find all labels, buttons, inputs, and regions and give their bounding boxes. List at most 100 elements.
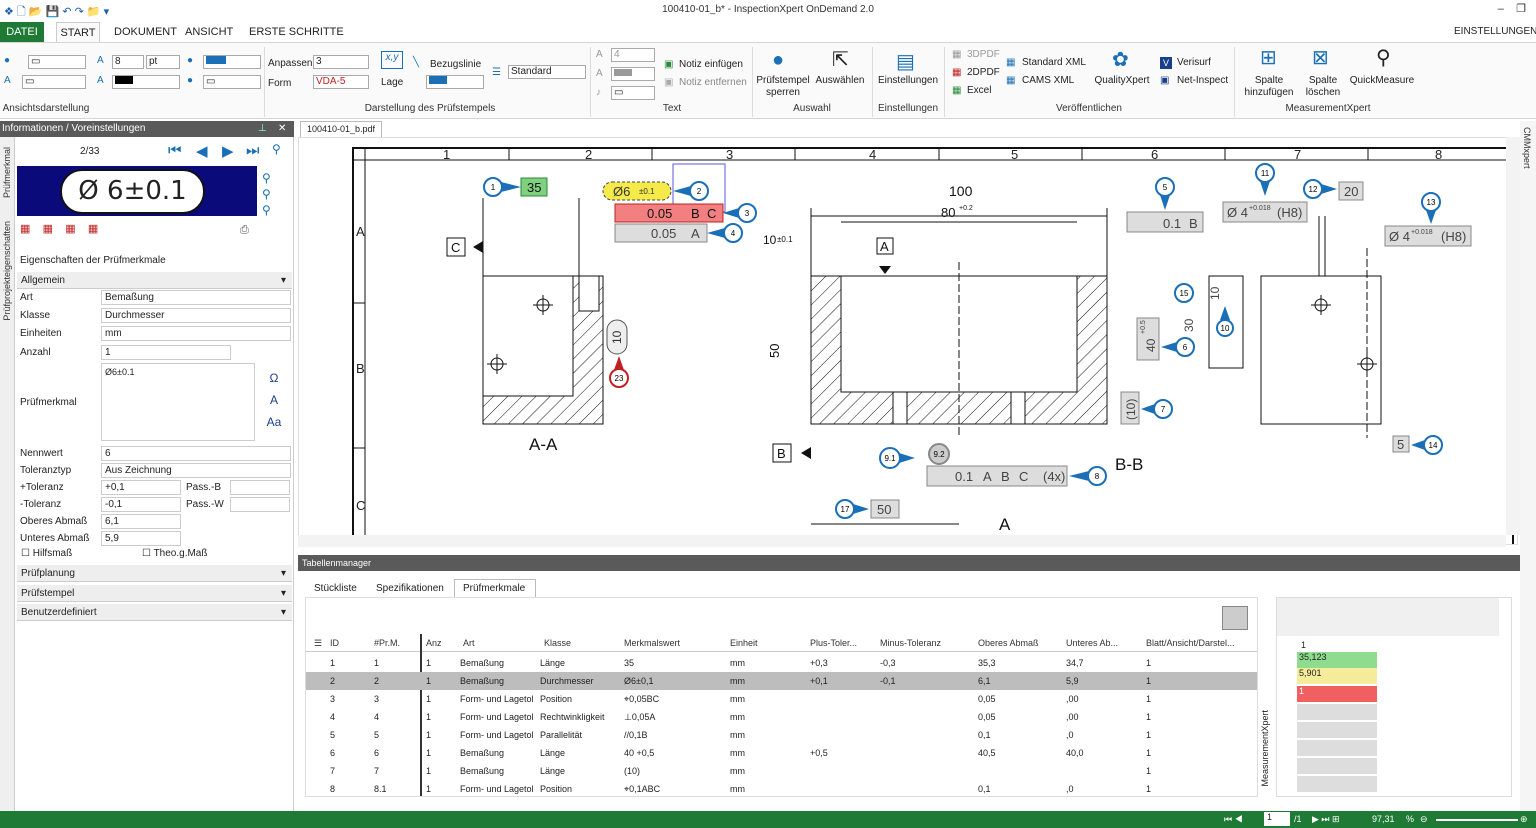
col-prm[interactable]: #Pr.M.	[374, 638, 400, 648]
notiz-entfernen-button[interactable]: Notiz entfernen	[679, 77, 747, 88]
menu-start[interactable]: START	[56, 22, 100, 44]
callout-14[interactable]: 14	[1411, 436, 1442, 454]
cams-xml-button[interactable]: CAMS XML	[1022, 75, 1074, 86]
pin-icon[interactable]: ⊥	[258, 121, 267, 137]
spalte-hinzufuegen-button[interactable]: Spalte hinzufügen	[1238, 75, 1300, 99]
mx-value-2[interactable]: 5,901	[1297, 668, 1377, 684]
callout-10[interactable]: 10	[1217, 306, 1233, 336]
ua-input[interactable]: 5,9	[101, 531, 181, 546]
menu-dokument[interactable]: DOKUMENT	[114, 26, 177, 38]
table-row[interactable]: 551Form- und LagetolParallelität//0,1Bmm…	[306, 726, 1257, 744]
fill-style-select[interactable]: ▭	[28, 55, 86, 69]
tab-pruefmerkmale[interactable]: Prüfmerkmale	[463, 583, 525, 594]
mtol-input[interactable]: -0,1	[101, 497, 181, 512]
document-tab[interactable]: 100410-01_b.pdf	[300, 121, 382, 137]
callout-6[interactable]: 6	[1161, 338, 1194, 356]
symbol-buttons[interactable]: ΩAAa	[262, 367, 286, 437]
zoom-in-icon[interactable]: ⊕	[1520, 814, 1528, 825]
sidetab-pruefmerkmal[interactable]: Prüfmerkmal	[2, 147, 12, 198]
nennwert-input[interactable]: 6	[101, 446, 291, 461]
ptol-input[interactable]: +0,1	[101, 480, 181, 495]
spalte-loeschen-button[interactable]: Spalte löschen	[1302, 75, 1344, 99]
first-icon[interactable]: ⏮	[168, 142, 182, 159]
mx-value-1[interactable]: 35,123	[1297, 652, 1377, 668]
quickmeasure-button[interactable]: QuickMeasure	[1348, 75, 1416, 86]
section-allgemein[interactable]: Allgemein▾	[17, 272, 292, 289]
text-size-input[interactable]: 4	[611, 48, 655, 62]
excel-button[interactable]: Excel	[967, 85, 991, 96]
next-page-icon[interactable]: ▶ ⏭ ⊞	[1312, 814, 1340, 825]
table-row[interactable]: 88.11Form- und LagetolPosition⌖0,1ABCmm0…	[306, 780, 1257, 798]
art-select[interactable]: Bemaßung	[101, 290, 291, 305]
tab-spezifikationen[interactable]: Spezifikationen	[376, 583, 444, 594]
callout-12[interactable]: 12	[1304, 180, 1337, 198]
einstellungen-button[interactable]: Einstellungen	[876, 75, 940, 86]
text-color-select[interactable]	[112, 75, 180, 89]
standard-select[interactable]: Standard	[508, 65, 586, 79]
pruefmerkmal-text[interactable]: Ø6±0.1	[101, 363, 255, 441]
callout-2[interactable]: 2	[673, 182, 708, 200]
col-art[interactable]: Art	[463, 638, 475, 648]
auswaehlen-button[interactable]: Auswählen	[814, 75, 866, 86]
font-size-input[interactable]: 8	[112, 55, 144, 69]
form-select[interactable]: VDA-5	[313, 75, 369, 89]
fill-color-icon[interactable]: ●	[4, 55, 10, 66]
first-page-icon[interactable]: ⏮ ◀	[1224, 814, 1243, 825]
menu-erste-schritte[interactable]: ERSTE SCHRITTE	[249, 26, 344, 38]
stamp-style-buttons[interactable]: ▦ ▦ ▦ ▦	[20, 222, 260, 244]
einheiten-select[interactable]: mm	[101, 326, 291, 341]
font-unit-select[interactable]: pt	[146, 55, 180, 69]
col-anz[interactable]: Anz	[426, 638, 442, 648]
callout-9-1[interactable]: 9.1	[880, 448, 915, 468]
callout-1[interactable]: 1	[484, 178, 521, 196]
preview-tools[interactable]: ⚲⚲⚲	[262, 170, 288, 220]
standard-xml-button[interactable]: Standard XML	[1022, 57, 1086, 68]
bezugslinie-color-select[interactable]	[426, 75, 484, 89]
text-border-select[interactable]: ▭	[611, 86, 655, 100]
passb-select[interactable]	[230, 480, 290, 495]
callout-8[interactable]: 8	[1069, 467, 1106, 485]
sidetab-projekt[interactable]: Prüfprojekteigenschaften	[2, 221, 12, 321]
table-row[interactable]: 111BemaßungLänge35mm+0,3-0,335,334,71	[306, 654, 1257, 672]
mx-value-3[interactable]: 1	[1297, 686, 1377, 702]
klasse-select[interactable]: Durchmesser	[101, 308, 291, 323]
anzahl-input[interactable]: 1	[101, 345, 231, 360]
prev-icon[interactable]: ◀	[196, 142, 208, 160]
last-icon[interactable]: ⏭	[246, 142, 260, 159]
font-color-icon[interactable]: A	[4, 75, 11, 86]
bezugslinie-button[interactable]: Bezugslinie	[430, 59, 481, 70]
zoom-tool-icon[interactable]: ⚲	[272, 142, 281, 156]
table-row[interactable]: 331Form- und LagetolPosition⌖0,05BCmm0,0…	[306, 690, 1257, 708]
lage-label[interactable]: Lage	[381, 77, 403, 88]
page-input[interactable]: 1	[1264, 812, 1290, 826]
table-row[interactable]: 661BemaßungLänge40 +0,5mm+0,540,540,01	[306, 744, 1257, 762]
close-icon[interactable]: ✕	[278, 121, 286, 137]
callout-9-2[interactable]: 9.2	[929, 444, 949, 464]
next-icon[interactable]: ▶	[222, 142, 234, 160]
vertical-scrollbar[interactable]	[1506, 137, 1520, 535]
text-fill-select[interactable]	[611, 67, 655, 81]
pdf3d-button[interactable]: 3DPDF	[967, 49, 1000, 60]
menu-einstellungen[interactable]: EINSTELLUNGEN	[1454, 26, 1536, 37]
callout-17[interactable]: 17	[836, 500, 869, 518]
section-benutzerdefiniert[interactable]: Benutzerdefiniert▾	[17, 604, 292, 621]
grid-settings-icon[interactable]	[1222, 606, 1248, 630]
table-row[interactable]: 441Form- und LagetolRechtwinkligkeit⊥0,0…	[306, 708, 1257, 726]
theo-checkbox[interactable]: ☐ Theo.g.Maß	[142, 548, 207, 559]
callout-7[interactable]: 7	[1141, 400, 1172, 418]
col-klasse[interactable]: Klasse	[544, 638, 571, 648]
callout-3[interactable]: 3	[723, 204, 756, 222]
zoom-slider[interactable]	[1436, 819, 1518, 821]
menu-datei[interactable]: DATEI	[0, 22, 44, 42]
section-pruefplanung[interactable]: Prüfplanung▾	[17, 565, 292, 582]
stamp-print-icon[interactable]: ⎙	[240, 224, 249, 237]
col-blatt[interactable]: Blatt/Ansicht/Darstel...	[1146, 638, 1235, 648]
toltyp-select[interactable]: Aus Zeichnung	[101, 463, 291, 478]
pdf2d-button[interactable]: 2DPDF	[967, 67, 1000, 78]
callout-4[interactable]: 4	[707, 224, 742, 242]
tab-stueckliste[interactable]: Stückliste	[314, 583, 357, 594]
callout-11[interactable]: 11	[1256, 164, 1274, 196]
line-style-select[interactable]: ▭	[22, 75, 86, 89]
callout-23[interactable]: 23	[610, 356, 628, 387]
qualityxpert-button[interactable]: QualityXpert	[1092, 75, 1152, 86]
